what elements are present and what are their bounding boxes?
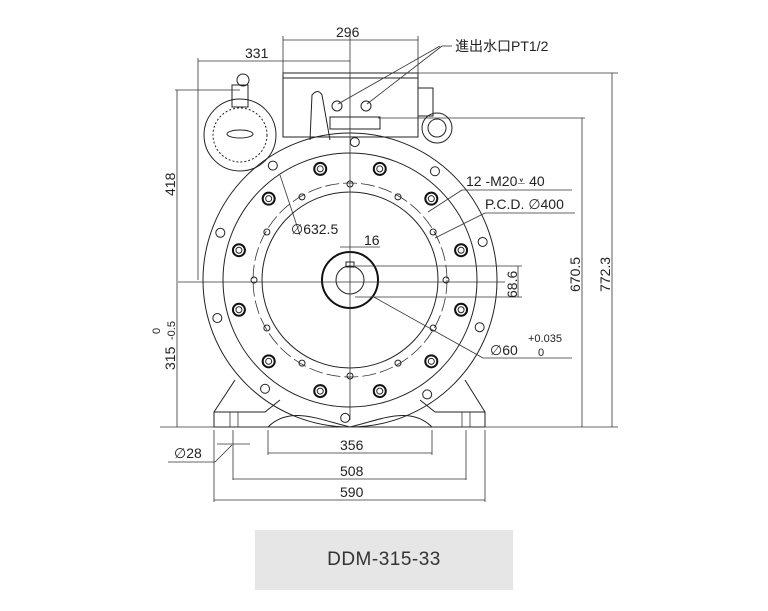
flange-hole <box>349 137 360 148</box>
center-height-label: 315 <box>162 346 178 370</box>
bolt-hole-inner <box>427 357 435 365</box>
bolt-hole-inner <box>235 246 243 254</box>
flange-hole <box>477 236 488 247</box>
flange-dia-label: ∅632.5 <box>291 221 338 237</box>
shaft-dia-label: ∅60 <box>490 342 518 358</box>
tapped-hole <box>250 276 258 284</box>
dim-331: 331 <box>245 45 269 61</box>
bolt-hole <box>313 161 328 176</box>
bolt-hole-inner <box>265 195 273 203</box>
bolt-hole-inner <box>427 195 435 203</box>
shaft-tol-upper: +0.035 <box>528 333 562 345</box>
flange-hole <box>212 313 223 324</box>
key-width-label: 16 <box>364 232 380 248</box>
key-depth-label: 68.6 <box>504 271 520 298</box>
tapped-hole <box>429 324 437 332</box>
bolt-hole-inner <box>316 165 324 173</box>
bolt-hole <box>231 243 246 258</box>
bolt-hole-inner <box>376 165 384 173</box>
flange-hole <box>422 389 433 400</box>
model-label: DDM-315-33 <box>255 530 513 590</box>
foot-hole-label: ∅28 <box>174 445 202 461</box>
flange-hole <box>429 166 440 177</box>
flange-hole <box>215 227 226 238</box>
pcd-label: P.C.D. ∅400 <box>485 196 564 212</box>
bolt-hole-inner <box>457 306 465 314</box>
tapped-hole <box>442 276 450 284</box>
dim-356: 356 <box>340 437 364 453</box>
flange-hole <box>474 322 485 333</box>
bolt-hole-inner <box>316 387 324 395</box>
bolt-hole-inner <box>265 357 273 365</box>
bolt-hole-inner <box>376 387 384 395</box>
tapped-hole <box>298 193 306 201</box>
tapped-hole <box>263 324 271 332</box>
flange-hole <box>260 383 271 394</box>
height-670-label: 670.5 <box>567 257 583 292</box>
bolt-hole-inner <box>457 246 465 254</box>
bolt-hole <box>424 354 439 369</box>
center-tol-upper: 0 <box>151 328 163 334</box>
bolt-hole <box>454 243 469 258</box>
water-port-label: 進出水口PT1/2 <box>455 38 549 54</box>
tapped-hole <box>394 193 402 201</box>
tapped-hole <box>394 359 402 367</box>
bolt-hole-inner <box>235 306 243 314</box>
bolt-hole <box>372 384 387 399</box>
height-418-label: 418 <box>162 172 178 196</box>
dimension-lines <box>160 30 618 502</box>
flange-hole <box>267 160 278 171</box>
height-772-label: 772.3 <box>597 257 613 292</box>
flange-hole <box>340 412 351 423</box>
tapped-hole <box>298 359 306 367</box>
shaft-tol-lower: 0 <box>538 347 544 359</box>
bolt-hole <box>424 191 439 206</box>
dim-508: 508 <box>340 463 364 479</box>
bolt-hole <box>372 161 387 176</box>
tapped-hole <box>429 228 437 236</box>
bolt-hole <box>261 354 276 369</box>
dim-296: 296 <box>336 24 360 40</box>
center-tol-lower: -0.5 <box>166 321 178 340</box>
bolt-hole <box>313 384 328 399</box>
bolt-holes <box>212 137 488 423</box>
tapped-hole <box>263 228 271 236</box>
bolt-hole <box>454 302 469 317</box>
bolt-spec-label: 12 -M20⩡ 40 <box>466 173 545 189</box>
dim-590: 590 <box>340 484 364 500</box>
bolt-hole <box>231 302 246 317</box>
bolt-hole <box>261 191 276 206</box>
